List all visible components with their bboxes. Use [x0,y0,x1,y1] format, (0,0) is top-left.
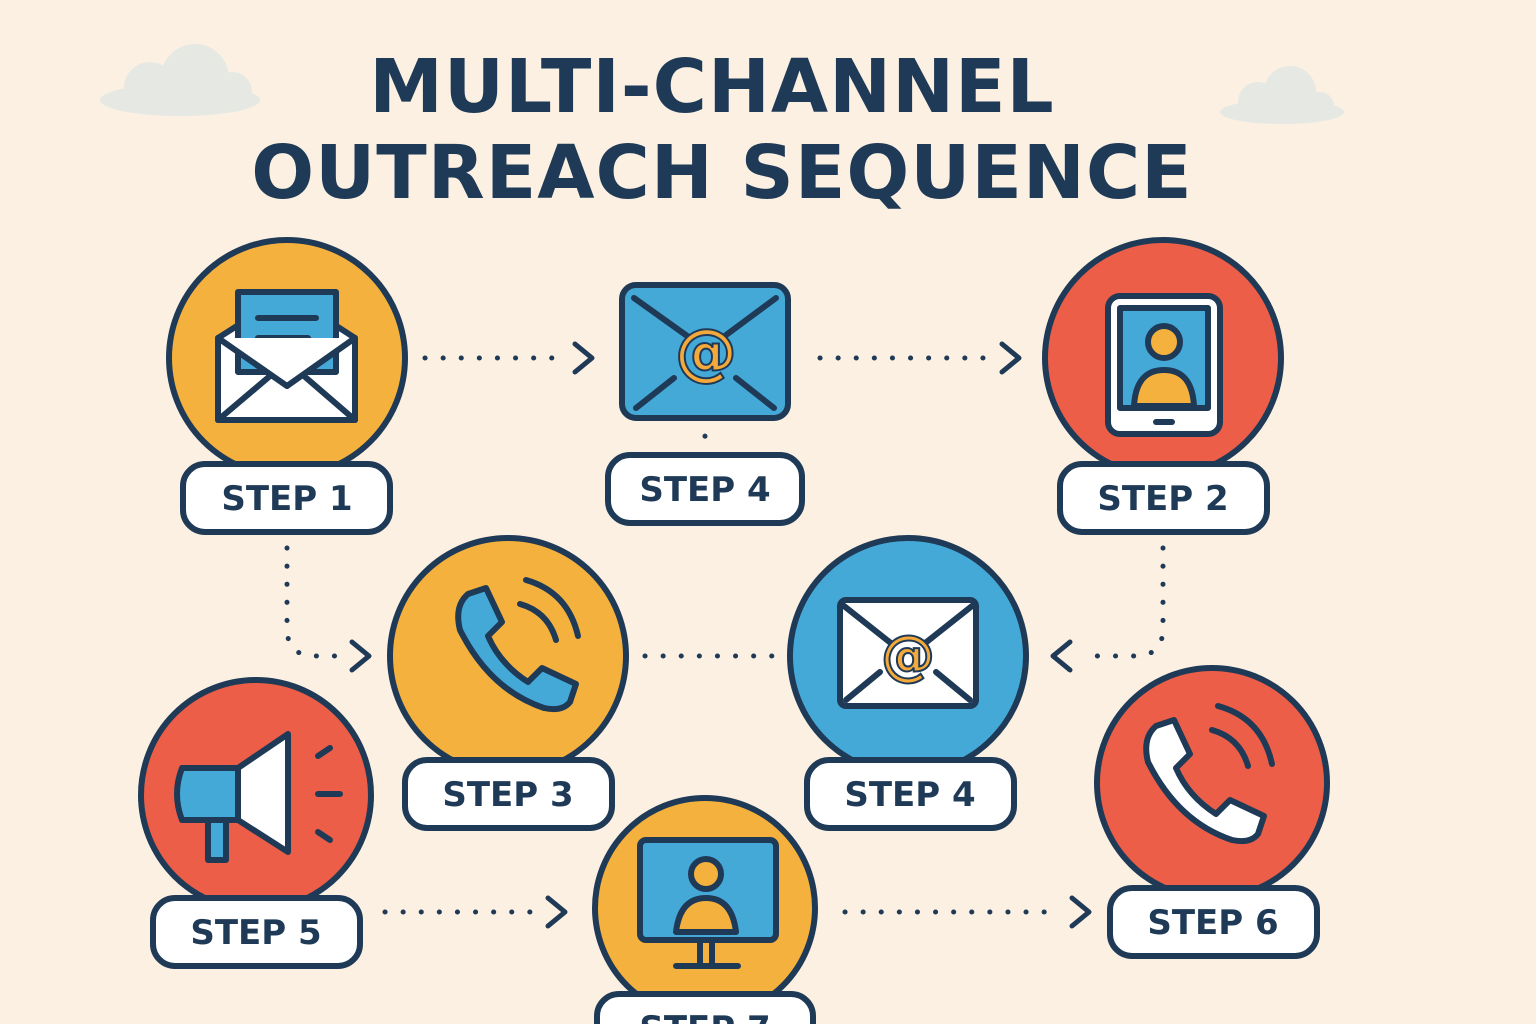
arrowhead-1 [572,341,595,375]
node-circle [1094,665,1330,901]
cloud-right-icon [1220,66,1344,124]
tablet-contact-icon [1105,293,1223,437]
step-label-box [150,895,363,969]
node-step-1: STEP 1 [166,237,408,535]
step-label: STEP 4 [639,470,770,510]
arrowhead-4 [1050,639,1073,673]
connectors [284,355,1166,915]
arrowhead-6 [1069,895,1092,929]
step-label: STEP 7 [639,1009,770,1024]
node-step-5: STEP 5 [138,677,374,969]
monitor-contact-icon [637,837,779,969]
step-label-box [1107,885,1320,959]
step-label-box [605,452,805,526]
at-symbol: @ [881,624,935,687]
step-label: STEP 6 [1147,903,1278,943]
node-step-7: STEP 7 [592,795,818,1024]
connector-step2-step4b [1082,545,1166,659]
cloud-left-icon [100,44,260,116]
step-label-box [1057,461,1270,535]
phone-icon [1143,703,1275,845]
email-at-icon [837,597,979,709]
arrowhead-3 [349,639,372,673]
step-label-box [180,461,393,535]
connector-step1-step3 [284,545,348,659]
step-label-box [594,991,816,1024]
step-label: STEP 5 [190,913,321,953]
node-step-4-top: @ STEP 4 [605,282,805,526]
at-symbol: @ [675,315,737,388]
node-circle [387,535,629,777]
phone-icon [455,577,581,713]
arrowheads [349,341,1092,929]
envelope-open-icon [215,289,358,423]
node-step-6: STEP 6 [1094,665,1330,959]
step-label-box [804,757,1017,831]
email-at-icon [619,282,791,421]
megaphone-icon [174,731,343,863]
step-label: STEP 4 [844,775,975,815]
step-label: STEP 3 [442,775,573,815]
node-step-4-middle: @ STEP 4 [787,535,1029,831]
step-label-box [402,757,615,831]
title-line-1: MULTI-CHANNEL [369,44,1054,130]
arrowhead-2 [999,341,1022,375]
node-step-3: STEP 3 [387,535,629,831]
arrowhead-5 [545,895,568,929]
step-label: STEP 1 [221,479,352,519]
title-line-2: OUTREACH SEQUENCE [251,130,1192,216]
node-step-2: STEP 2 [1042,237,1284,535]
step-label: STEP 2 [1097,479,1228,519]
